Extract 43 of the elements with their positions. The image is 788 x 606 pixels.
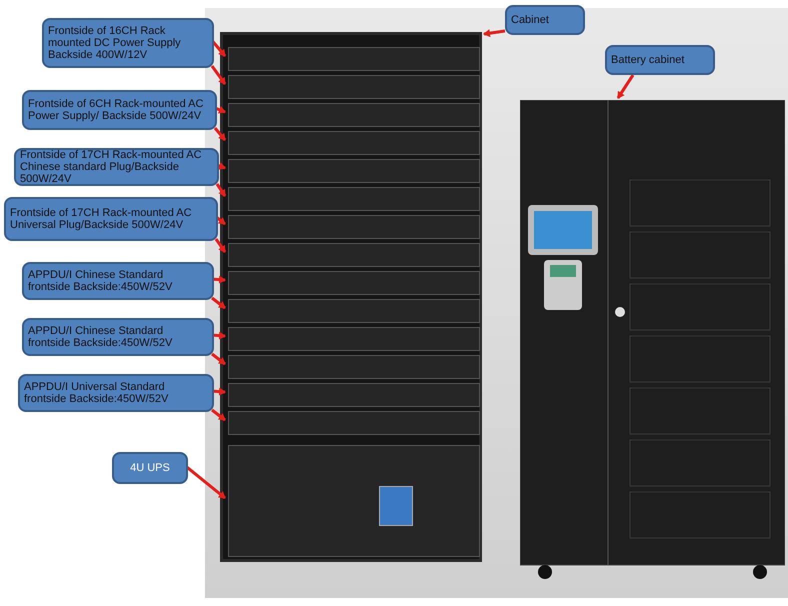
arrow xyxy=(216,162,226,170)
callout-box: Frontside of 6CH Rack-mounted AC Power Supply/ Backside 500W/24V xyxy=(22,90,217,130)
arrow xyxy=(210,65,226,85)
callout-box: Frontside of 17CH Rack-mounted AC Chinese standard Plug/Backside 500W/24V xyxy=(14,148,219,186)
arrow xyxy=(216,183,226,197)
rack-unit xyxy=(228,103,480,127)
arrow xyxy=(212,388,226,396)
rack-unit xyxy=(228,75,480,99)
callout-box: 4U UPS xyxy=(112,452,188,484)
callout-box: Cabinet xyxy=(505,5,585,35)
arrow xyxy=(211,352,226,366)
rack-cabinet-drawing xyxy=(220,32,482,562)
arrow xyxy=(215,216,226,226)
arrow xyxy=(185,465,226,500)
arrow xyxy=(214,106,226,114)
battery-cabinet-drawing xyxy=(520,100,785,580)
arrow xyxy=(211,296,226,310)
rack-unit xyxy=(228,131,480,155)
callout-box: APPDU/I Universal Standard frontside Backside:450W/52V xyxy=(18,374,214,412)
rack-unit xyxy=(228,187,480,211)
rack-unit xyxy=(228,327,480,351)
arrow xyxy=(483,29,506,38)
rack-unit xyxy=(228,299,480,323)
arrow xyxy=(212,332,226,340)
callout-box: Frontside of 16CH Rack mounted DC Power Supply Backside 400W/12V xyxy=(42,18,214,68)
arrow xyxy=(214,127,226,141)
rack-unit xyxy=(228,159,480,183)
rack-unit xyxy=(228,215,480,239)
arrow xyxy=(214,238,226,253)
rack-unit xyxy=(228,243,480,267)
callout-box: Battery cabinet xyxy=(605,45,715,75)
rack-unit xyxy=(228,383,480,407)
callout-box: APPDU/I Chinese Standard frontside Backside:450W/52V xyxy=(22,262,214,300)
ups-unit xyxy=(228,445,480,557)
arrow xyxy=(212,276,226,284)
callout-box: APPDU/I Chinese Standard frontside Backside:450W/52V xyxy=(22,318,214,356)
rack-unit xyxy=(228,411,480,435)
rack-unit xyxy=(228,271,480,295)
arrow xyxy=(211,408,226,422)
callout-box: Frontside of 17CH Rack-mounted AC Universal Plug/Backside 500W/24V xyxy=(4,197,218,241)
rack-unit xyxy=(228,47,480,71)
arrow xyxy=(616,74,634,99)
rack-unit xyxy=(228,355,480,379)
